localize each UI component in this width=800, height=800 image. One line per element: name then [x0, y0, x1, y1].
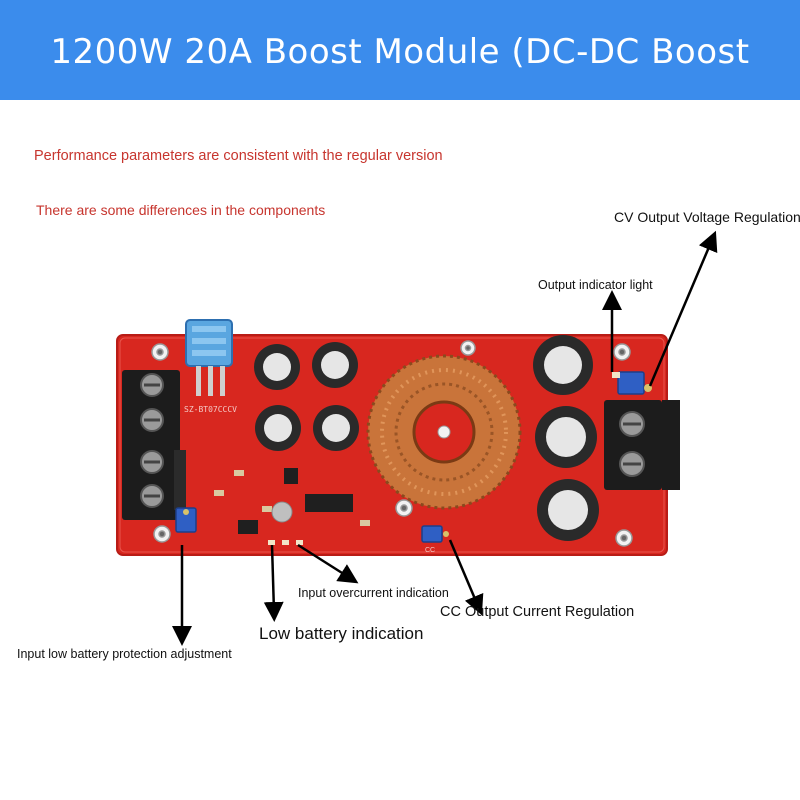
- input-terminal: [122, 370, 186, 520]
- toroidal-inductor: [366, 354, 522, 510]
- control-circuitry: [214, 468, 370, 534]
- title-banner: [0, 0, 800, 100]
- buzzer: [271, 501, 293, 523]
- cc-output-label: CC Output Current Regulation: [440, 604, 635, 620]
- silkscreen-label: SZ-BT07CCCV: [184, 405, 237, 414]
- performance-note: Performance parameters are consistent wi…: [34, 148, 443, 164]
- output-indicator-led: [612, 372, 620, 378]
- overcurrent-callout-line: [297, 543, 359, 584]
- cv-callout-line: [648, 230, 718, 387]
- mounting-holes: [151, 340, 633, 547]
- differences-note: There are some differences in the compon…: [36, 202, 326, 218]
- cc-callout-line: [448, 539, 484, 616]
- blue-component: [185, 319, 233, 396]
- trimmer-potentiometers: [175, 371, 645, 543]
- input-overcurrent-label: Input overcurrent indication: [298, 586, 449, 600]
- page-title: 1200W 20A Boost Module (DC-DC Boost Conv…: [50, 32, 750, 176]
- indicator-leds: [268, 540, 303, 545]
- output-light-label: Output indicator light: [538, 278, 653, 292]
- input-low-battery-label: Input low battery protection adjustment: [17, 647, 232, 661]
- low-battery-label: Low battery indication: [259, 624, 424, 643]
- cv-output-label: CV Output Voltage Regulation: [614, 209, 800, 225]
- input-capacitors: [254, 342, 359, 451]
- output-capacitors: [533, 335, 599, 541]
- low-battery-callout-line: [263, 544, 284, 622]
- cc-silkscreen: CC: [425, 547, 435, 554]
- output-terminal: [604, 400, 680, 490]
